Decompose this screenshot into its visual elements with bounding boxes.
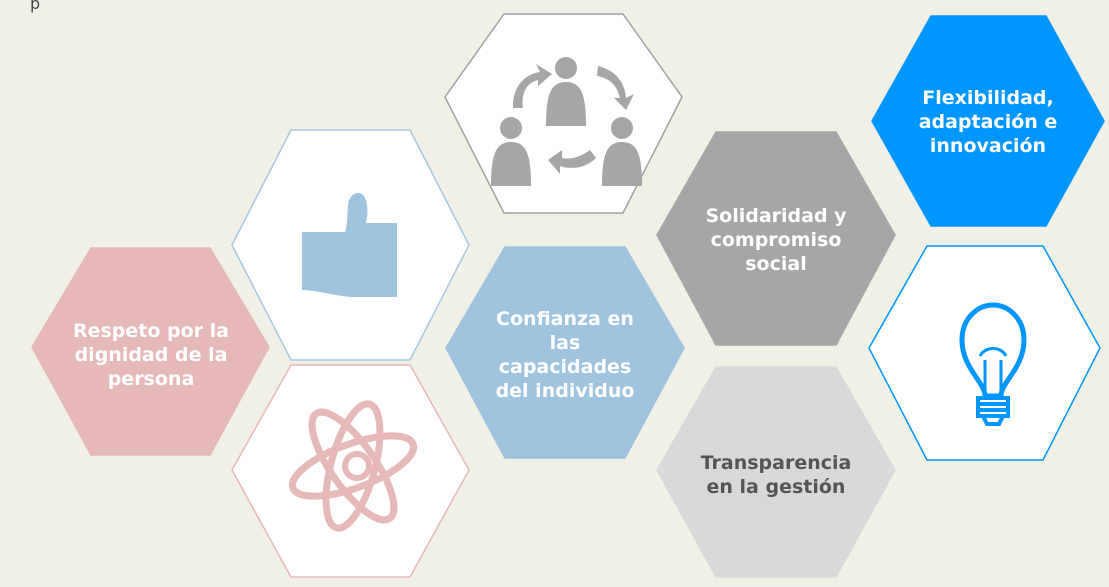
value-label-transparencia: Transparencia en la gestión [700, 452, 852, 498]
hex-lightbulb [868, 245, 1101, 461]
hex-thumbs-up [231, 129, 470, 361]
hex-solidaridad [656, 131, 896, 346]
hex-confianza [445, 246, 685, 459]
hex-respeto [31, 247, 270, 456]
value-label-flexibilidad: Flexibilidad, adaptación e innovación [918, 87, 1058, 157]
lightbulb-icon [959, 302, 1027, 426]
value-label-respeto: Respeto por la dignidad de la persona [72, 320, 230, 390]
teamwork-icon [491, 57, 642, 186]
hex-flexibilidad [871, 15, 1105, 227]
value-label-confianza: Confianza en las capacidades del individ… [495, 308, 635, 402]
hex-teamwork [444, 13, 683, 214]
value-label-solidaridad: Solidaridad y compromiso social [705, 205, 847, 275]
hexagon-tile [231, 364, 470, 578]
hexagon-tile [868, 245, 1101, 461]
hex-atom [231, 364, 470, 578]
atom-icon [288, 400, 418, 532]
thumbs-up-icon [302, 192, 397, 297]
hex-transparencia [656, 366, 896, 578]
header-fragment: p [30, 0, 41, 13]
